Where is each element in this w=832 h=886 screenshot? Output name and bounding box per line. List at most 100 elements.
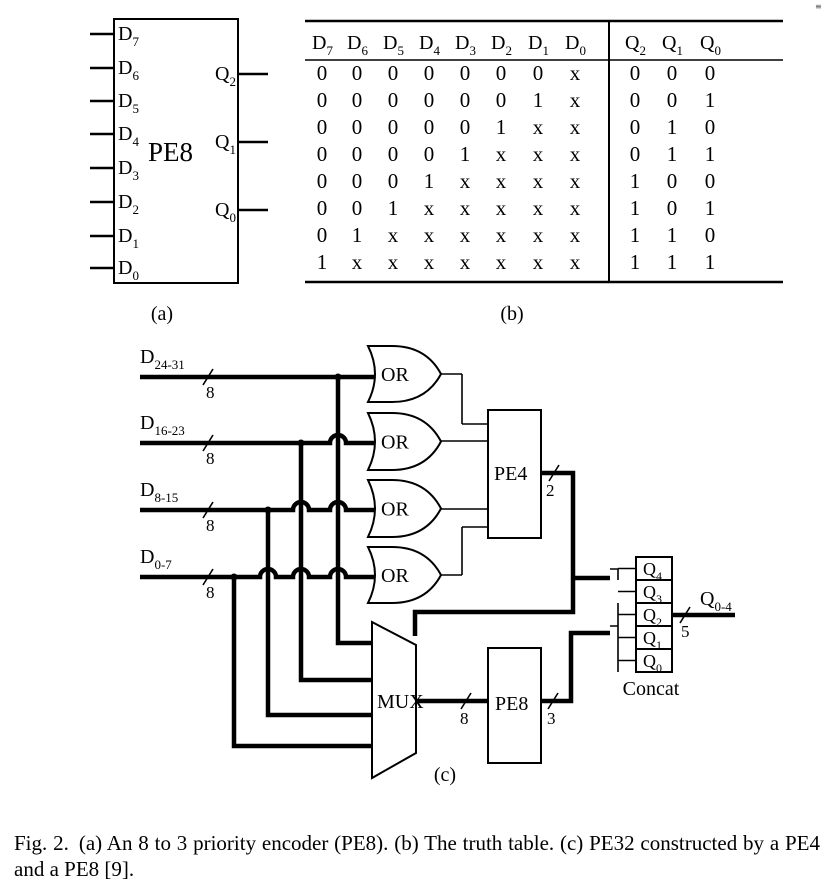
- output-width-label: 5: [681, 622, 690, 641]
- concat-input-bracket: [610, 568, 619, 672]
- table-cell: 0: [388, 88, 399, 112]
- table-cell: x: [533, 250, 544, 274]
- input-label-d7: D7: [118, 23, 139, 49]
- junction-dot: [334, 373, 342, 381]
- table-cell: 0: [352, 142, 363, 166]
- corner-mark: ≡: [815, 2, 822, 11]
- table-cell: x: [496, 142, 507, 166]
- table-cell: 0: [705, 61, 716, 85]
- table-cell: x: [570, 250, 581, 274]
- header-d0: D0: [565, 32, 586, 58]
- table-cell: x: [570, 61, 581, 85]
- junction-dot: [230, 573, 238, 581]
- junction-dot: [264, 506, 272, 514]
- input-label-d16-23: D16-23: [140, 412, 185, 438]
- output-label-q1: Q1: [215, 131, 236, 157]
- pe8-block-c: [487, 647, 542, 764]
- pe4-label: PE4: [494, 463, 527, 485]
- table-cell: x: [460, 223, 471, 247]
- bus-width-label: 8: [206, 583, 215, 602]
- table-cell: 0: [317, 142, 328, 166]
- table-cell: x: [496, 250, 507, 274]
- table-cell: 0: [352, 169, 363, 193]
- table-cell: 1: [705, 88, 716, 112]
- table-cell: 0: [705, 223, 716, 247]
- header-q2: Q2: [625, 32, 646, 58]
- table-cell: x: [424, 196, 435, 220]
- pe8-width-label: 3: [547, 709, 556, 728]
- pe8-block: [113, 18, 239, 284]
- table-cell: 0: [388, 169, 399, 193]
- header-q0: Q0: [700, 32, 721, 58]
- table-cell: 0: [388, 115, 399, 139]
- table-cell: 0: [460, 88, 471, 112]
- table-cell: 1: [667, 223, 678, 247]
- table-cell: x: [570, 115, 581, 139]
- table-cell: x: [570, 223, 581, 247]
- table-cell: 0: [424, 61, 435, 85]
- input-label-d5: D5: [118, 90, 139, 116]
- panel-c-sublabel: (c): [434, 764, 456, 786]
- table-cell: 0: [460, 115, 471, 139]
- pe8-c-label: PE8: [495, 693, 528, 715]
- table-cell: x: [496, 169, 507, 193]
- or-gate-label: OR: [381, 499, 409, 521]
- table-cell: 1: [460, 142, 471, 166]
- tap-bus-d16-23: [298, 443, 373, 683]
- table-cell: x: [460, 196, 471, 220]
- input-label-d3: D3: [118, 157, 139, 183]
- table-cell: 0: [317, 169, 328, 193]
- table-cell: 0: [352, 196, 363, 220]
- pe4-output-bus: [412, 470, 576, 636]
- output-label-q0: Q0: [215, 199, 236, 225]
- table-cell: 0: [630, 142, 641, 166]
- table-cell: 0: [496, 88, 507, 112]
- table-cell: x: [460, 169, 471, 193]
- or-gate-1: [366, 345, 443, 403]
- table-cell: 0: [460, 61, 471, 85]
- table-cell: 1: [705, 142, 716, 166]
- pe8-output-bus: [541, 630, 610, 704]
- table-cell: 1: [496, 115, 507, 139]
- figure-caption: Fig. 2.(a) An 8 to 3 priority encoder (P…: [14, 830, 820, 882]
- mux-label: MUX: [377, 691, 424, 713]
- or-gate-3: [366, 479, 443, 538]
- panel-a-sublabel: (a): [151, 303, 173, 325]
- table-cell: x: [424, 223, 435, 247]
- table-cell: x: [352, 250, 363, 274]
- table-cell: 1: [667, 250, 678, 274]
- table-cell: 0: [352, 61, 363, 85]
- table-cell: 0: [667, 196, 678, 220]
- panel-b-sublabel: (b): [500, 303, 523, 325]
- table-cell: 1: [705, 250, 716, 274]
- table-cell: x: [533, 115, 544, 139]
- table-cell: x: [424, 250, 435, 274]
- table-cell: 0: [317, 196, 328, 220]
- table-cell: 1: [630, 223, 641, 247]
- table-cell: 0: [352, 88, 363, 112]
- table-cell: 1: [424, 169, 435, 193]
- bus-width-slash: [202, 368, 214, 386]
- table-cell: 0: [630, 88, 641, 112]
- table-cell: x: [533, 169, 544, 193]
- bus-width-label: 8: [206, 449, 215, 468]
- table-cell: x: [570, 142, 581, 166]
- tap-bus-d8-15: [265, 510, 373, 718]
- table-cell: 0: [317, 61, 328, 85]
- input-label-d8-15: D8-15: [140, 479, 178, 505]
- table-cell: x: [570, 88, 581, 112]
- table-cell: x: [388, 250, 399, 274]
- table-cell: 0: [317, 115, 328, 139]
- bus-width-label: 8: [206, 383, 215, 402]
- caption-text: (a) An 8 to 3 priority encoder (PE8). (b…: [14, 831, 820, 881]
- input-bus-d8-15: [140, 499, 374, 513]
- input-label-d2: D2: [118, 191, 139, 217]
- header-d1: D1: [528, 32, 549, 58]
- table-cell: 0: [667, 88, 678, 112]
- concat-label-q3: Q3: [643, 582, 662, 606]
- header-d5: D5: [383, 32, 404, 58]
- input-label-d0: D0: [118, 257, 139, 283]
- output-width-slash: [679, 606, 691, 624]
